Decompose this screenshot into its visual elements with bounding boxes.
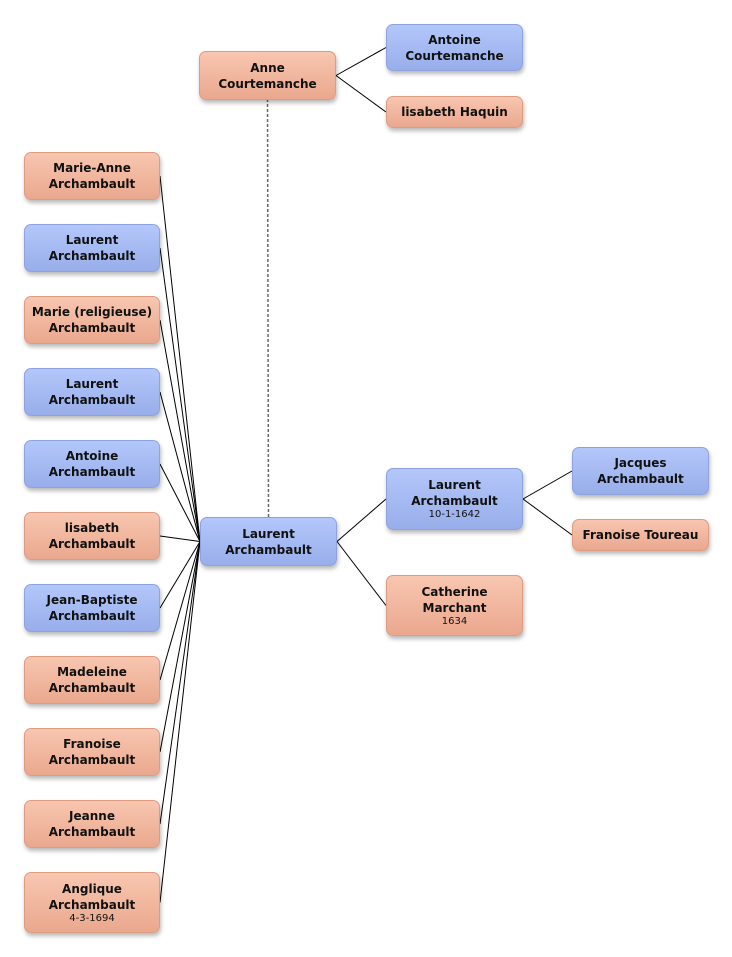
child-connector-line bbox=[159, 391, 201, 542]
person-name-line2: Marchant bbox=[422, 600, 487, 615]
person-name-line2: Archambault bbox=[48, 537, 136, 551]
person-box-anne-courtemanche[interactable]: Anne Courtemanche bbox=[199, 51, 336, 100]
person-box-marie-anne-archambault[interactable]: Marie-Anne Archambault bbox=[24, 152, 160, 200]
child-connector-line bbox=[159, 535, 201, 542]
person-name-line2: Archambault bbox=[225, 542, 312, 557]
person-box-jean-baptiste-archambault[interactable]: Jean-Baptiste Archambault bbox=[24, 584, 160, 632]
person-name-line1: Jeanne bbox=[69, 809, 115, 823]
person-name-line1: Catherine bbox=[421, 584, 488, 599]
person-name-line1: Laurent bbox=[242, 526, 295, 541]
parent-connector-line bbox=[522, 470, 573, 500]
parent-connector-line bbox=[335, 47, 387, 76]
person-name-line2: Courtemanche bbox=[218, 76, 317, 91]
person-box-francoise-archambault[interactable]: Franoise Archambault bbox=[24, 728, 160, 776]
child-connector-line bbox=[159, 319, 201, 542]
person-name-line1: Marie (religieuse) bbox=[31, 305, 153, 319]
person-name-line2: Archambault bbox=[48, 609, 136, 623]
child-connector-line bbox=[159, 541, 201, 609]
person-box-marie-religieuse-archambault[interactable]: Marie (religieuse) Archambault bbox=[24, 296, 160, 344]
child-connector-line bbox=[159, 175, 201, 542]
person-name-line1: Franoise Toureau bbox=[582, 528, 699, 542]
person-name-line1: Anne bbox=[250, 60, 285, 75]
person-name-line1: Laurent bbox=[65, 233, 119, 247]
parent-connector-line bbox=[522, 498, 573, 536]
person-name-line2: Archambault bbox=[48, 897, 136, 912]
person-name-line1: Antoine bbox=[65, 449, 119, 463]
child-connector-line bbox=[159, 541, 201, 825]
person-box-elisabeth-archambault[interactable]: lisabeth Archambault bbox=[24, 512, 160, 560]
person-box-angelique-archambault[interactable]: Anglique Archambault 4-3-1694 bbox=[24, 872, 160, 933]
person-name-line1: Laurent bbox=[428, 478, 481, 492]
person-name-line1: lisabeth bbox=[64, 521, 120, 535]
person-name-line2: Courtemanche bbox=[405, 48, 504, 63]
person-name-line1: Jacques bbox=[614, 456, 667, 470]
person-name-line1: lisabeth Haquin bbox=[401, 105, 508, 119]
person-box-laurent-archambault-father[interactable]: Laurent Archambault 10-1-1642 bbox=[386, 468, 523, 530]
parent-connector-line bbox=[336, 498, 387, 542]
person-name-line1: Jean-Baptiste bbox=[46, 593, 138, 607]
parent-connector-line bbox=[335, 75, 387, 113]
person-name-line2: Archambault bbox=[48, 825, 136, 839]
person-box-laurent-archambault-child-1[interactable]: Laurent Archambault bbox=[24, 224, 160, 272]
person-name-line2: Archambault bbox=[411, 494, 498, 508]
person-box-antoine-archambault[interactable]: Antoine Archambault bbox=[24, 440, 160, 488]
person-date: 1634 bbox=[441, 615, 468, 627]
parent-connector-line bbox=[336, 541, 387, 606]
child-connector-line bbox=[159, 541, 201, 753]
person-name-line1: Madeleine bbox=[57, 665, 127, 679]
person-name-line2: Archambault bbox=[597, 472, 684, 486]
person-box-francoise-toureau[interactable]: Franoise Toureau bbox=[572, 519, 709, 551]
person-box-laurent-archambault-child-2[interactable]: Laurent Archambault bbox=[24, 368, 160, 416]
person-name-line1: Anglique bbox=[62, 881, 122, 896]
child-connector-line bbox=[159, 541, 201, 681]
person-name-line2: Archambault bbox=[48, 465, 136, 479]
person-name-line1: Laurent bbox=[65, 377, 119, 391]
person-name-line2: Archambault bbox=[48, 249, 136, 263]
spouse-connector-line bbox=[266, 99, 270, 518]
child-connector-line bbox=[159, 463, 201, 542]
person-name-line1: Franoise bbox=[63, 737, 121, 751]
person-box-catherine-marchant[interactable]: Catherine Marchant 1634 bbox=[386, 575, 523, 636]
person-name-line2: Archambault bbox=[48, 753, 136, 767]
child-connector-line bbox=[159, 247, 201, 542]
person-date: 10-1-1642 bbox=[428, 509, 481, 520]
person-box-jacques-archambault[interactable]: Jacques Archambault bbox=[572, 447, 709, 495]
person-box-madeleine-archambault[interactable]: Madeleine Archambault bbox=[24, 656, 160, 704]
person-box-jeanne-archambault[interactable]: Jeanne Archambault bbox=[24, 800, 160, 848]
person-date: 4-3-1694 bbox=[69, 912, 115, 924]
person-name-line2: Archambault bbox=[48, 177, 136, 191]
person-name-line1: Antoine bbox=[428, 32, 481, 47]
person-box-laurent-archambault-main[interactable]: Laurent Archambault bbox=[200, 517, 337, 566]
person-name-line2: Archambault bbox=[48, 321, 136, 335]
person-box-elisabeth-haquin[interactable]: lisabeth Haquin bbox=[386, 96, 523, 128]
person-name-line2: Archambault bbox=[48, 393, 136, 407]
child-connector-line bbox=[159, 541, 201, 903]
person-box-antoine-courtemanche[interactable]: Antoine Courtemanche bbox=[386, 24, 523, 71]
person-name-line1: Marie-Anne bbox=[53, 161, 131, 175]
person-name-line2: Archambault bbox=[48, 681, 136, 695]
